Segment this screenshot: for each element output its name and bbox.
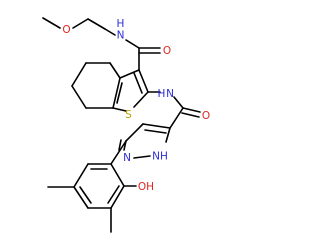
bond-c5pz-c4pz-1	[142, 123, 171, 129]
atom-hydrogen-amide-mid: H	[158, 88, 166, 100]
bond-c2-s	[133, 91, 149, 108]
bond-c3a-c4	[109, 62, 121, 79]
atom-nitrogen-amide-top: N	[117, 30, 125, 42]
atom-nh-pyrazole: NH	[152, 151, 168, 163]
atom-hydrogen-amide-top: H	[117, 18, 125, 30]
bond-nh-carbonyl-mid	[173, 96, 184, 109]
bond-c5pz-nh	[165, 127, 171, 143]
atom-sulfur-thiophene: S	[125, 109, 132, 121]
atom-nitrogen-pyrazole: N	[123, 152, 131, 164]
bond-ch2-n	[104, 28, 116, 36]
bond-a2-a3	[73, 163, 89, 188]
bond-c3-c3a	[119, 69, 140, 79]
atom-hydroxyl: OH	[138, 181, 154, 193]
bond-carbonyl-o-mid-2	[181, 112, 200, 118]
bond-c3pz-c4pz	[125, 123, 144, 142]
bond-c5pz-c4pz-2	[144, 129, 167, 134]
bond-n-carbonyl-top	[125, 39, 140, 49]
bond-a3-a4-inner	[79, 186, 92, 204]
bond-c3-c2-1	[138, 69, 149, 93]
atom-oxygen-carbonyl-mid: O	[202, 110, 210, 122]
bond-nh-n	[133, 155, 151, 159]
bond-c7a-c3a-2	[116, 82, 123, 104]
bond-a5-a6	[110, 185, 125, 209]
bond-carbonyl-o-mid-1	[182, 107, 201, 113]
bond-carbonyl-c5pz	[169, 107, 184, 129]
bond-c5-c6	[71, 62, 87, 87]
molecule-structure: O N H O S H N O NH N OH	[42, 17, 210, 233]
bond-a6-a1	[110, 163, 125, 187]
bond-a5-a6-inner	[107, 185, 120, 204]
bond-s-c7a	[112, 107, 127, 112]
atom-oxygen-ether: O	[62, 24, 70, 36]
bond-a3-a4	[73, 186, 89, 209]
bond-c7a-c3a-1	[112, 77, 121, 109]
bond-c3pz-aryl	[110, 140, 127, 165]
bond-ch2-ch2	[87, 18, 106, 30]
bond-ch3-o	[42, 17, 61, 29]
bond-c3-c2-2	[133, 72, 143, 94]
atom-labels: O N H O S H N O NH N OH	[62, 18, 210, 193]
atom-nitrogen-amide-mid: N	[166, 88, 174, 100]
bond-n-c3pz-2	[118, 139, 122, 151]
atom-oxygen-carbonyl-top: O	[163, 45, 171, 57]
bonds	[42, 17, 201, 233]
molecule-canvas: O N H O S H N O NH N OH	[42, 17, 210, 233]
bond-o-ch2	[72, 18, 89, 29]
bond-c6-c7	[71, 85, 87, 109]
